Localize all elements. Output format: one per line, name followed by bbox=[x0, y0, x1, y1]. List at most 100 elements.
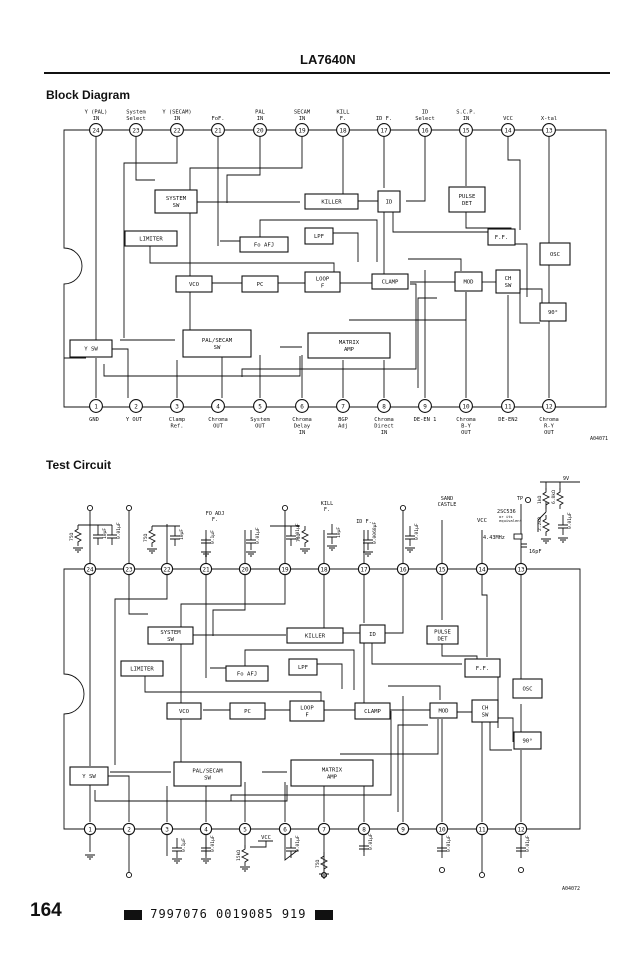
bd-top-pin-23 bbox=[129, 123, 143, 137]
bd-block-pulse-det-box bbox=[448, 186, 486, 213]
bd-top-label: VCC bbox=[503, 116, 513, 122]
bd-bottom-pin-number: 3 bbox=[175, 403, 179, 410]
tc-block-mod-box bbox=[429, 702, 458, 719]
tc-label-kill: F. bbox=[324, 507, 330, 513]
tc-r-75-pin24: 75Ω bbox=[69, 525, 83, 546]
bd-wire bbox=[520, 288, 543, 312]
tc-bottom-pin-10 bbox=[435, 822, 449, 836]
tc-top-pin-number: 21 bbox=[202, 566, 210, 573]
tc-c-01u-pin21-symbol bbox=[201, 530, 211, 550]
tc-gnd bbox=[73, 547, 83, 553]
bd-wire bbox=[392, 212, 488, 233]
bd-bottom-label: R-Y bbox=[544, 424, 554, 430]
tc-c-10u-pin18: 10μF bbox=[327, 524, 342, 544]
tc-terminal-23 bbox=[125, 504, 133, 512]
tc-block-killer-label: KILLER bbox=[305, 634, 326, 640]
block-diagram-title: Block Diagram bbox=[46, 88, 131, 102]
tc-r-15k-pin5-symbol bbox=[240, 845, 250, 866]
tc-bottom-pin-8 bbox=[357, 822, 371, 836]
tc-wire bbox=[212, 575, 246, 636]
tc-block-fo-afj: Fo AFJ bbox=[225, 665, 269, 682]
bd-block-killer-label: KILLER bbox=[321, 200, 342, 206]
tc-label-9v: 9V bbox=[563, 476, 569, 482]
tc-top-pin-number: 14 bbox=[478, 566, 486, 573]
bd-top-pin-13 bbox=[542, 123, 556, 137]
bd-block-vco-label: VCO bbox=[189, 282, 200, 288]
bd-block-vco: VCO bbox=[175, 275, 213, 293]
tc-top-pin-number: 17 bbox=[360, 566, 368, 573]
bd-bottom-label: Chroma bbox=[208, 417, 227, 423]
tc-bottom-pin-number: 1 bbox=[88, 826, 92, 833]
tc-wire bbox=[128, 575, 148, 615]
tc-wire bbox=[230, 711, 392, 801]
bd-top-pin-20 bbox=[253, 123, 267, 137]
tc-c-001-pin10-symbol bbox=[437, 838, 447, 858]
bd-top-label: PAL bbox=[255, 110, 265, 116]
tc-bottom-pin-3 bbox=[160, 822, 174, 836]
tc-r-75-pin22-symbol bbox=[147, 526, 157, 547]
bd-bottom-pin-8 bbox=[377, 399, 391, 413]
tc-block-y-sw-label: Y SW bbox=[82, 774, 96, 780]
bd-bottom-pin-number: 6 bbox=[300, 403, 304, 410]
bd-block-90deg-label: 90° bbox=[548, 310, 558, 316]
bd-block-matrix-amp-box bbox=[307, 332, 391, 359]
bd-chip-outline bbox=[63, 129, 607, 408]
bd-block-osc: OSC bbox=[539, 242, 571, 266]
tc-r-75-pin19: 75Ω bbox=[296, 526, 310, 547]
tc-c-001-x-symbol bbox=[558, 515, 568, 535]
tc-top-pin-16 bbox=[396, 562, 410, 576]
bd-bottom-label: OUT bbox=[461, 430, 471, 436]
tc-r-75-pin19-value: 75Ω bbox=[296, 533, 302, 542]
tc-c-001-pin20-symbol bbox=[246, 530, 256, 550]
bd-block-90deg: 90° bbox=[539, 302, 567, 322]
bd-bottom-label: Chroma bbox=[374, 417, 393, 423]
bd-block-pc-box bbox=[241, 275, 279, 293]
bd-block-fo-afj: Fo AFJ bbox=[239, 236, 289, 253]
bd-bottom-pin-3 bbox=[170, 399, 184, 413]
tc-top-pin-24 bbox=[83, 562, 97, 576]
tc-block-vco-box bbox=[166, 702, 202, 720]
tc-gnd bbox=[201, 551, 211, 557]
bd-bottom-label: Chroma bbox=[456, 417, 475, 423]
tc-block-pulse-det-box bbox=[426, 625, 459, 645]
bd-top-pin-16 bbox=[418, 123, 432, 137]
tc-r-68k-value: 6.8kΩ bbox=[551, 490, 557, 504]
tc-bottom-pin-number: 11 bbox=[478, 826, 486, 833]
bd-wire bbox=[241, 283, 417, 377]
test-circuit-title: Test Circuit bbox=[46, 458, 112, 472]
bd-block-ch-sw-label: SW bbox=[505, 283, 512, 289]
tc-block-killer: KILLER bbox=[286, 627, 344, 644]
tc-wire bbox=[441, 643, 478, 659]
tc-bottom-pin-number: 4 bbox=[204, 826, 208, 833]
tc-terminal-16 bbox=[399, 504, 407, 512]
tc-block-matrix-amp-label: MATRIX bbox=[322, 768, 343, 774]
tc-label-16pf: 16pF bbox=[529, 549, 542, 555]
bd-bottom-pin-number: 1 bbox=[94, 403, 98, 410]
bd-top-label: IN bbox=[257, 116, 264, 122]
tc-block-vco: VCO bbox=[166, 702, 202, 720]
tc-c-001-x: 0.01μF bbox=[558, 512, 573, 535]
tc-c-0068-pin17: 0.0068μF bbox=[363, 522, 378, 550]
tc-r-1k-symbol bbox=[541, 488, 551, 509]
tc-label-equivalent: equivalent bbox=[499, 518, 522, 523]
tc-top-pin-number: 20 bbox=[241, 566, 249, 573]
tc-block-limiter: LIMITER bbox=[120, 660, 164, 677]
bd-block-fo-afj-label: Fo AFJ bbox=[254, 243, 274, 249]
tc-c-001-pin19-value: 0.01μF bbox=[295, 523, 301, 540]
bd-bottom-label: System bbox=[250, 417, 269, 423]
bd-bottom-label: Ref. bbox=[171, 424, 184, 430]
tc-bottom-pin-1 bbox=[83, 822, 97, 836]
barcode-text: 7997076 0019085 919 bbox=[150, 907, 307, 921]
bd-bottom-pin-number: 10 bbox=[462, 403, 470, 410]
tc-c-01u-pin3-symbol bbox=[172, 838, 182, 858]
bd-bottom-label: IN bbox=[381, 430, 388, 436]
tc-bottom-pin-number: 6 bbox=[283, 826, 287, 833]
tc-cap-16p bbox=[521, 543, 527, 548]
tc-gnd bbox=[327, 545, 337, 551]
tc-bottom-pin-11 bbox=[475, 822, 489, 836]
tc-terminal-tp bbox=[524, 496, 532, 504]
tc-r-1k: 1kΩ bbox=[537, 488, 551, 509]
